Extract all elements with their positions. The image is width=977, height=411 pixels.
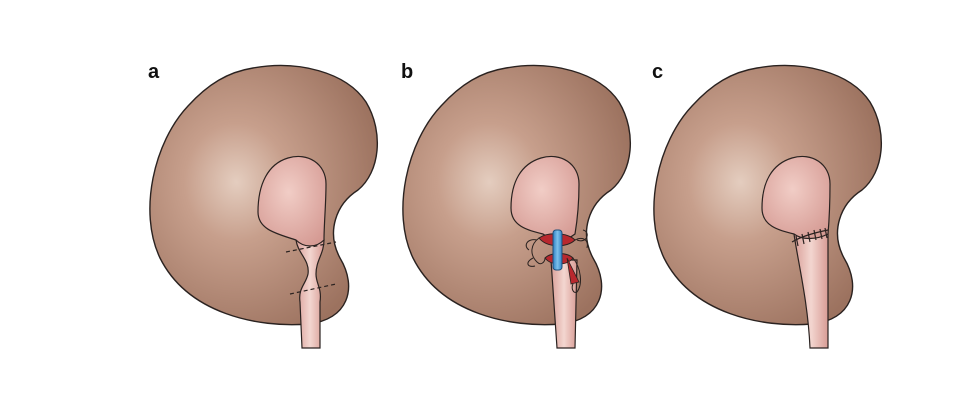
panel-a-renal-pelvis — [257, 155, 327, 247]
panel-a-lower-cut-line — [289, 283, 337, 295]
panel-a-upper-cut-line — [285, 241, 337, 253]
panel-b-stent — [552, 229, 563, 271]
panel-b-ureter-spatulation — [566, 257, 580, 285]
panel-c-illustration — [653, 64, 883, 349]
panel-a-ureter — [295, 239, 325, 349]
panel-c-ureter — [793, 233, 829, 349]
panel-b-sutures — [525, 229, 588, 293]
panel-a-illustration — [149, 64, 379, 349]
panel-label-a: a — [148, 61, 160, 83]
panel-b-illustration — [402, 64, 632, 349]
panel-c-anastomosis-sutures — [791, 227, 829, 247]
panel-label-b: b — [401, 61, 414, 83]
panel-label-c: c — [652, 61, 664, 83]
panel-c-renal-pelvis — [761, 155, 831, 240]
